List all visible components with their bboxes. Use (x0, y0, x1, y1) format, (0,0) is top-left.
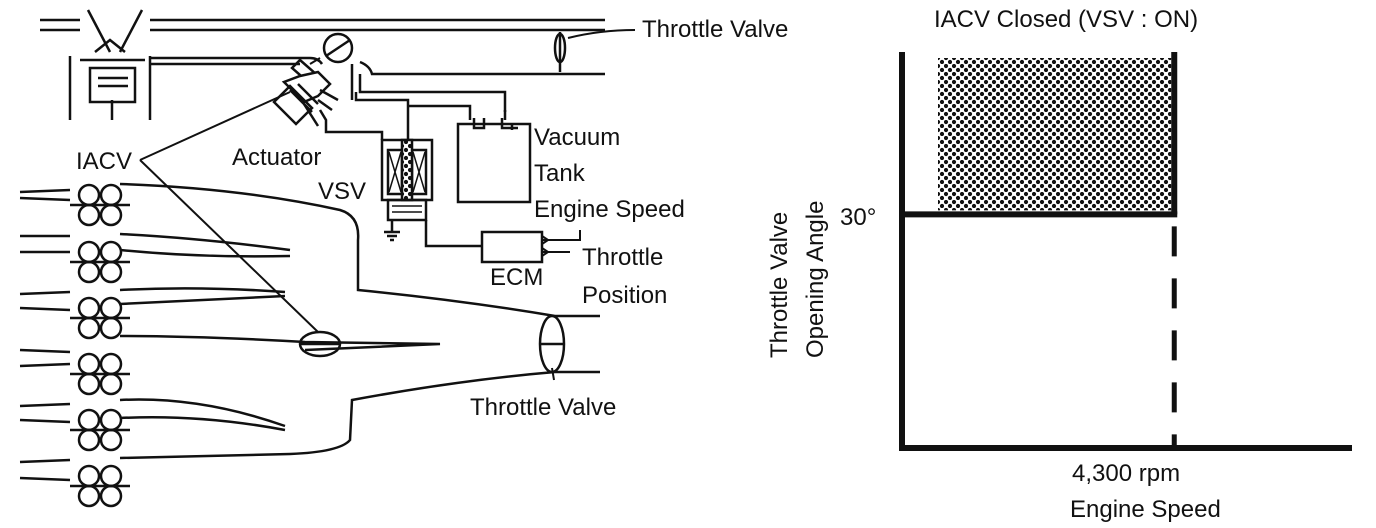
chart (899, 52, 1352, 451)
y-axis-label-line1: Throttle Valve (766, 211, 793, 358)
iacv-closed-region (938, 58, 1172, 211)
intake-ports (70, 183, 130, 508)
label-vsv: VSV (318, 178, 367, 205)
label-throttle-input: Throttle (582, 244, 664, 271)
chart-title: IACV Closed (VSV : ON) (934, 6, 1199, 33)
label-ecm: ECM (490, 264, 544, 291)
label-actuator: Actuator (232, 144, 322, 171)
port-group-6 (70, 464, 130, 508)
y-axis-label-line2: Opening Angle (802, 200, 829, 358)
label-tank: Tank (534, 160, 585, 187)
x-threshold-label: 4,300 rpm (1072, 460, 1181, 487)
label-position-input: Position (582, 282, 668, 309)
y-threshold-label: 30° (840, 204, 877, 231)
label-engine-speed-input: Engine Speed (534, 196, 685, 223)
intake-manifold-section (19, 9, 636, 482)
port-group-5 (70, 408, 130, 452)
label-vacuum: Vacuum (534, 124, 621, 151)
label-iacv: IACV (76, 148, 133, 175)
port-group-4 (70, 352, 130, 396)
label-throttle-valve-top: Throttle Valve (642, 16, 789, 43)
label-throttle-valve-bottom: Throttle Valve (470, 394, 617, 421)
x-axis-label: Engine Speed (1070, 496, 1221, 523)
port-group-2 (70, 240, 130, 284)
port-group-3 (70, 296, 130, 340)
port-group-1 (70, 183, 130, 227)
